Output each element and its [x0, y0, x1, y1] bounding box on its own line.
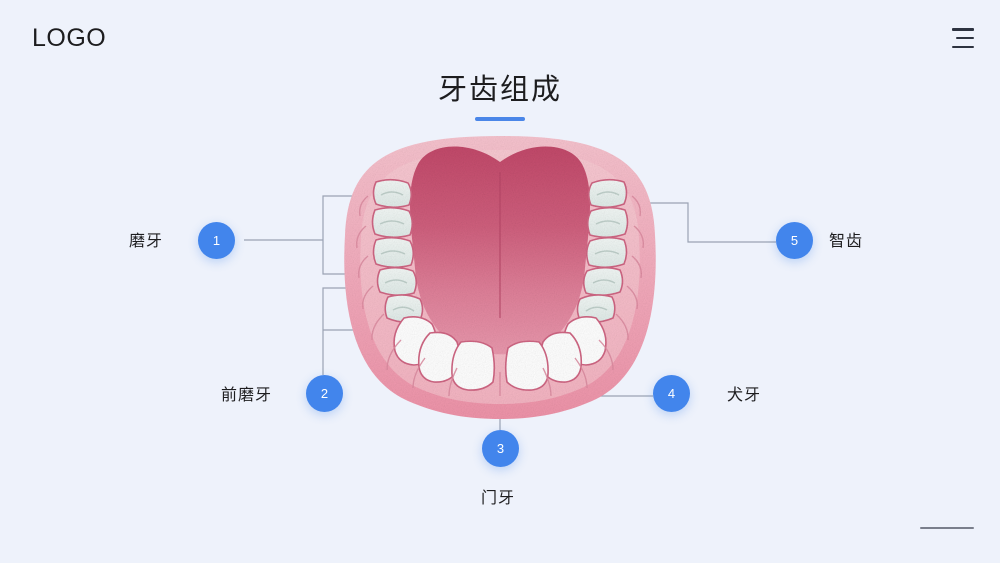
tooth-left-molar-2: [372, 236, 415, 269]
callout-badge-1[interactable]: 1: [198, 222, 235, 259]
tooth-right-molar-1: [586, 206, 629, 239]
hamburger-menu-icon[interactable]: [948, 28, 974, 48]
callout-label-wisdom: 智齿: [829, 233, 864, 250]
mouth-group: [344, 136, 656, 419]
callout-badge-5[interactable]: 5: [776, 222, 813, 259]
tooth-right-wisdom: [587, 178, 628, 209]
title-underline: [475, 117, 525, 121]
tooth-left-molar-1: [371, 206, 414, 239]
page-title: 牙齿组成: [437, 74, 562, 106]
callout-label-premolar: 前磨牙: [221, 387, 273, 404]
gum-creases: [356, 195, 644, 397]
menu-line-middle: [956, 36, 974, 40]
tooth-left-wisdom: [372, 178, 413, 209]
callout-label-canine: 犬牙: [727, 387, 762, 404]
tooth-right-central-incisor: [504, 340, 549, 391]
menu-line-top: [952, 28, 974, 31]
callout-label-molar: 磨牙: [129, 233, 164, 250]
tooth-left-central-incisor: [451, 340, 496, 391]
tooth-left-premolar-1: [376, 266, 418, 297]
callout-badge-3[interactable]: 3: [482, 430, 519, 467]
connector-5: [622, 202, 776, 243]
logo[interactable]: LOGO: [32, 24, 107, 52]
callout-label-incisor: 门牙: [481, 490, 516, 507]
tooth-right-lateral-incisor: [539, 331, 583, 383]
menu-line-bottom: [952, 45, 974, 48]
tooth-right-molar-2: [585, 236, 628, 269]
callout-badge-4[interactable]: 4: [653, 375, 690, 412]
tooth-right-premolar-1: [582, 266, 624, 297]
callout-badge-2[interactable]: 2: [306, 375, 343, 412]
footer-decoration-line: [920, 526, 974, 529]
tooth-left-lateral-incisor: [417, 331, 461, 383]
